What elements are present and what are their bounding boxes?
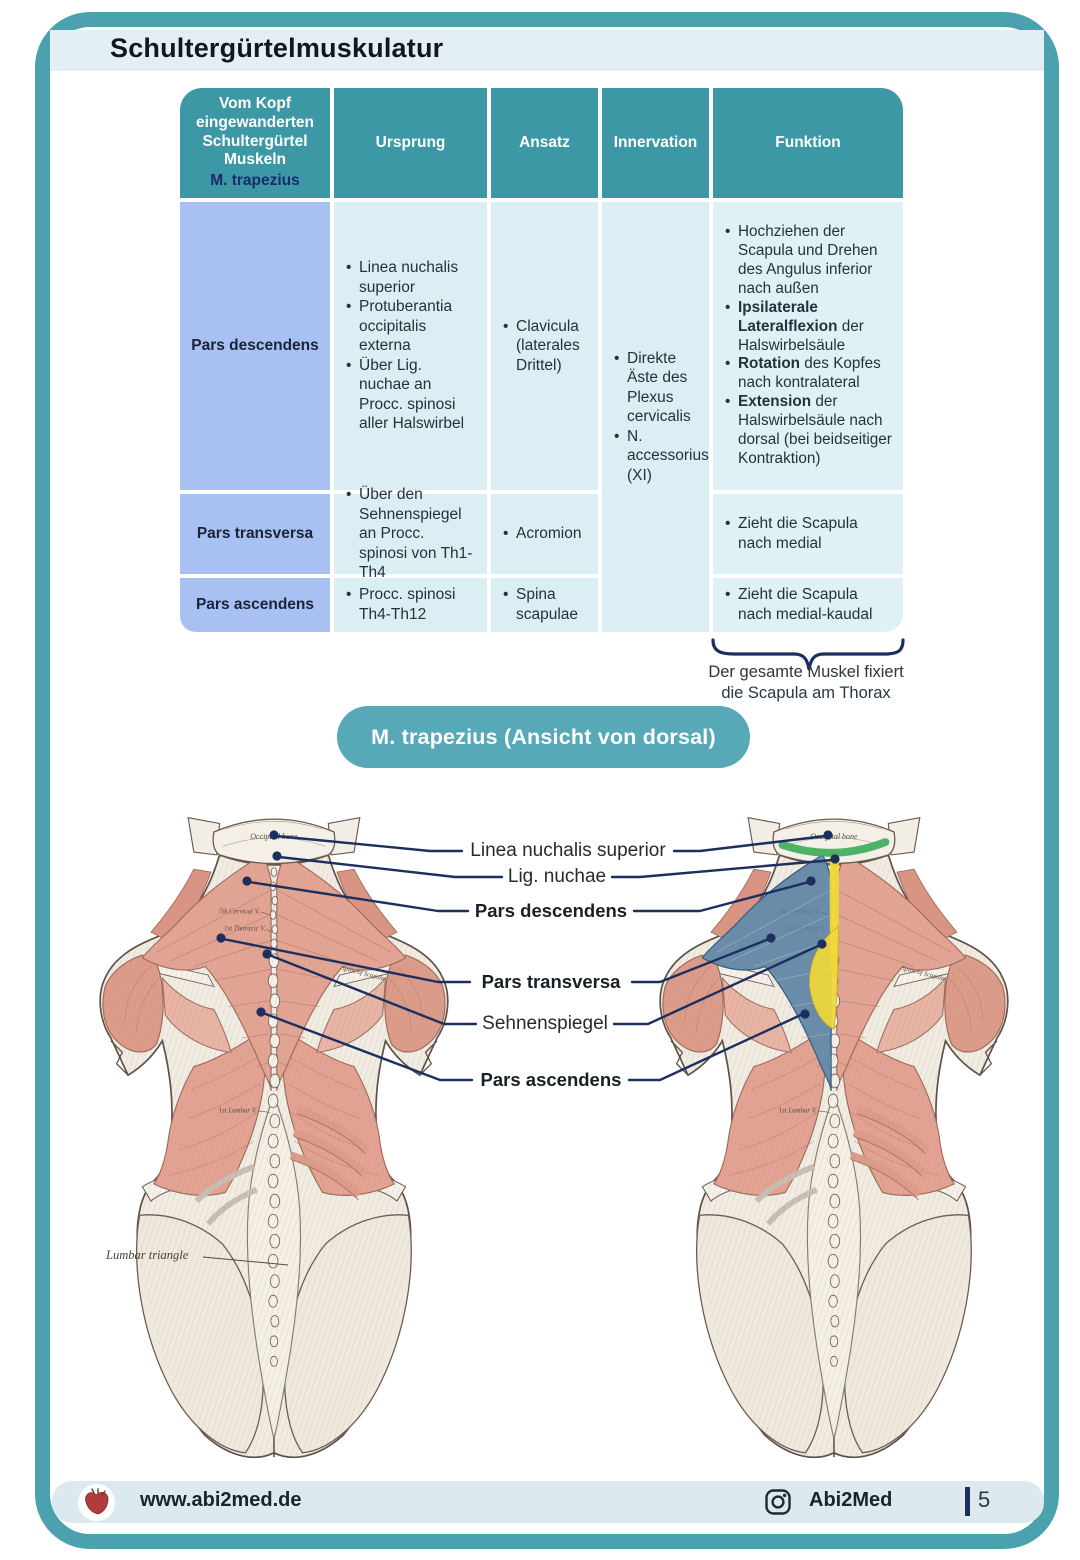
cell-innervation-merged: Direkte Äste des Plexus cervicalisN. acc… xyxy=(602,202,709,632)
page-border-frame xyxy=(35,12,1059,1549)
cell-funktion-pars-transversa: Zieht die Scapula nach medial xyxy=(713,494,903,574)
figure-label-sehnenspiegel: Sehnenspiegel xyxy=(482,1013,608,1034)
curly-brace xyxy=(711,638,905,671)
row-label-pars-ascendens: Pars ascendens xyxy=(180,578,330,632)
header-funktion: Funktion xyxy=(713,88,903,198)
figure-label-lumbar-triangle: Lumbar triangle xyxy=(106,1248,189,1262)
cell-ansatz-pars-descendens: Clavicula (laterales Drittel) xyxy=(491,202,598,490)
bullet-list: Direkte Äste des Plexus cervicalisN. acc… xyxy=(614,349,709,486)
heart-logo xyxy=(78,1483,115,1521)
instagram-handle: Abi2Med xyxy=(809,1489,893,1511)
cell-funktion-pars-ascendens: Zieht die Scapula nach medial-kaudal xyxy=(713,578,903,632)
row-label-pars-descendens: Pars descendens xyxy=(180,202,330,490)
figure-label-pars-descendens: Pars descendens xyxy=(474,900,628,921)
title-strip xyxy=(50,30,1044,71)
bullet-list: Zieht die Scapula nach medial-kaudal xyxy=(725,585,893,624)
bullet-list: Acromion xyxy=(503,524,588,544)
header-muscle-sub: M. trapezius xyxy=(210,172,300,190)
header-innervation: Innervation xyxy=(602,88,709,198)
cell-ursprung-pars-descendens: Linea nuchalis superiorProtuberantia occ… xyxy=(334,202,487,490)
bullet-list: Hochziehen der Scapula und Drehen des An… xyxy=(725,223,893,469)
row-label-pars-transversa: Pars transversa xyxy=(180,494,330,574)
header-muscle-main: Vom Kopf eingewanderten Schultergürtel M… xyxy=(196,94,314,169)
header-ursprung: Ursprung xyxy=(334,88,487,198)
bullet-list: Spina scapulae xyxy=(503,585,588,624)
cell-ansatz-pars-transversa: Acromion xyxy=(491,494,598,574)
figure-label-lig-nuchae: Lig. nuchae xyxy=(507,866,607,887)
bullet-list: Zieht die Scapula nach medial xyxy=(725,514,893,553)
page-number-divider xyxy=(965,1487,970,1516)
bullet-list: Linea nuchalis superiorProtuberantia occ… xyxy=(346,258,477,434)
figure-label-pars-transversa: Pars transversa xyxy=(481,971,621,992)
instagram-icon xyxy=(765,1489,791,1515)
heart-icon xyxy=(84,1488,108,1515)
footer-bar: www.abi2med.de Abi2Med 5 xyxy=(52,1481,1044,1523)
page-title: Schultergürtelmuskulatur xyxy=(110,33,444,63)
anatomy-figure-left xyxy=(88,812,460,1470)
website-text[interactable]: www.abi2med.de xyxy=(140,1489,302,1511)
cell-ursprung-pars-ascendens: Procc. spinosi Th4-Th12 xyxy=(334,578,487,632)
bullet-list: Procc. spinosi Th4-Th12 xyxy=(346,585,477,624)
bullet-list: Clavicula (laterales Drittel) xyxy=(503,317,588,376)
header-muscle-column: Vom Kopf eingewanderten Schultergürtel M… xyxy=(180,88,330,198)
header-ansatz: Ansatz xyxy=(491,88,598,198)
cell-funktion-pars-descendens: Hochziehen der Scapula und Drehen des An… xyxy=(713,202,903,490)
brace-note: Der gesamte Muskel fixiert die Scapula a… xyxy=(708,663,904,703)
muscle-table: Vom Kopf eingewanderten Schultergürtel M… xyxy=(180,88,903,632)
page-number: 5 xyxy=(978,1487,991,1512)
cell-ansatz-pars-ascendens: Spina scapulae xyxy=(491,578,598,632)
section-pill: M. trapezius (Ansicht von dorsal) xyxy=(337,706,750,768)
bullet-list: Über den Sehnenspiegel an Procc. spinosi… xyxy=(346,485,477,583)
cell-ursprung-pars-transversa: Über den Sehnenspiegel an Procc. spinosi… xyxy=(334,485,487,581)
section-pill-label: M. trapezius (Ansicht von dorsal) xyxy=(371,724,716,749)
figure-label-linea-nuchalis: Linea nuchalis superior xyxy=(470,840,666,861)
figure-label-pars-ascendens: Pars ascendens xyxy=(480,1069,622,1090)
